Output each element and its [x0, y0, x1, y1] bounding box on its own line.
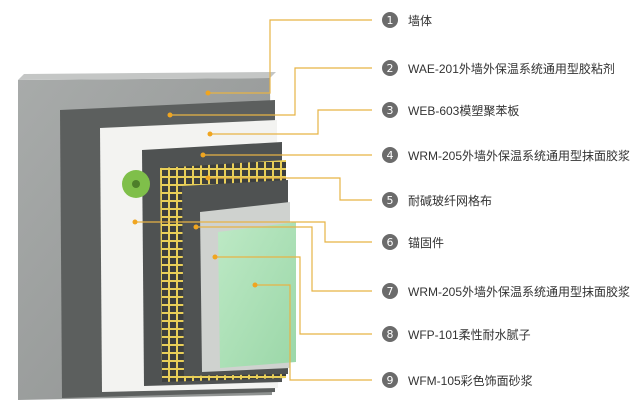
badge-4: 4 — [382, 147, 398, 163]
leader-9 — [255, 284, 372, 381]
label-top-mortar: WRM-205外墙外保温系统通用型抹面胶浆 — [408, 284, 631, 299]
label-wall: 墙体 — [408, 13, 433, 28]
badge-8: 8 — [382, 326, 398, 342]
label-anchor: 锚固件 — [408, 235, 445, 250]
badge-2: 2 — [382, 60, 398, 76]
legend-item-6: 6 锚固件 — [382, 232, 444, 252]
leader-1 — [208, 19, 372, 94]
badge-1: 1 — [382, 12, 398, 28]
badge-6: 6 — [382, 234, 398, 250]
wall-top-edge — [18, 72, 276, 80]
finish-layer — [218, 222, 296, 368]
leader-lines — [135, 19, 372, 381]
legend-item-4: 4 WRM-205外墙外保温系统通用型抹面胶浆 — [382, 145, 630, 165]
leader-2 — [170, 67, 372, 116]
badge-7: 7 — [382, 283, 398, 299]
leader-5 — [208, 177, 372, 201]
label-adhesive: WAE-201外墙外保温系统通用型胶粘剂 — [408, 61, 615, 76]
label-eps-board: WEB-603模塑聚苯板 — [408, 103, 520, 118]
label-base-mortar: WRM-205外墙外保温系统通用型抹面胶浆 — [408, 148, 631, 163]
label-finish: WFM-105彩色饰面砂浆 — [408, 373, 533, 388]
legend-item-9: 9 WFM-105彩色饰面砂浆 — [382, 370, 533, 390]
leader-6 — [135, 221, 372, 243]
badge-9: 9 — [382, 372, 398, 388]
anchor-center — [132, 180, 140, 188]
legend-item-1: 1 墙体 — [382, 10, 432, 30]
label-putty: WFP-101柔性耐水腻子 — [408, 327, 531, 342]
leader-8 — [215, 256, 372, 335]
leader-3 — [210, 109, 372, 135]
leader-7 — [196, 226, 372, 292]
legend-item-8: 8 WFP-101柔性耐水腻子 — [382, 324, 531, 344]
badge-5: 5 — [382, 192, 398, 208]
leader-dots — [132, 90, 258, 288]
badge-3: 3 — [382, 102, 398, 118]
legend-item-5: 5 耐碱玻纤网格布 — [382, 190, 492, 210]
legend-item-3: 3 WEB-603模塑聚苯板 — [382, 100, 519, 120]
legend-item-2: 2 WAE-201外墙外保温系统通用型胶粘剂 — [382, 58, 615, 78]
legend-item-7: 7 WRM-205外墙外保温系统通用型抹面胶浆 — [382, 281, 630, 301]
label-mesh: 耐碱玻纤网格布 — [408, 193, 493, 208]
